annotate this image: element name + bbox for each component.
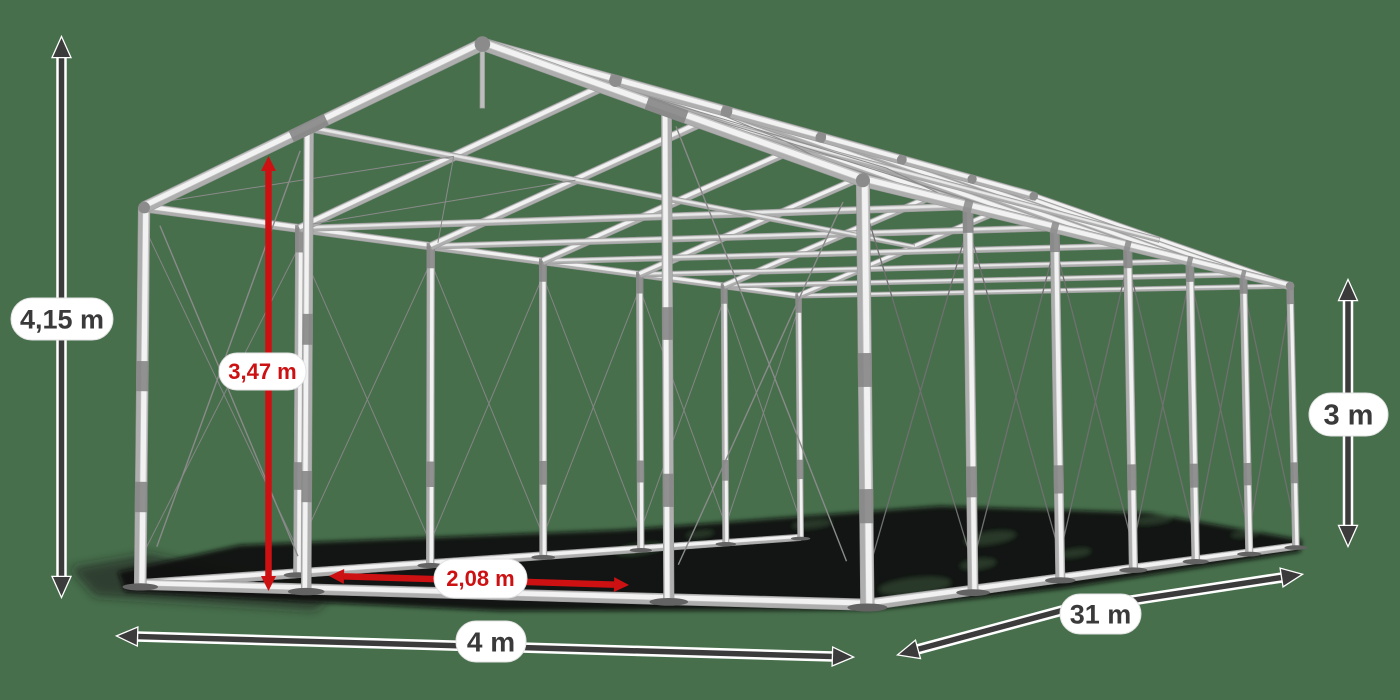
svg-text:2,08 m: 2,08 m: [446, 566, 515, 591]
svg-text:3,47 m: 3,47 m: [228, 359, 297, 384]
svg-text:3 m: 3 m: [1324, 400, 1374, 432]
svg-text:31 m: 31 m: [1070, 599, 1132, 629]
svg-text:4,15 m: 4,15 m: [20, 304, 104, 334]
svg-text:4 m: 4 m: [467, 626, 515, 657]
